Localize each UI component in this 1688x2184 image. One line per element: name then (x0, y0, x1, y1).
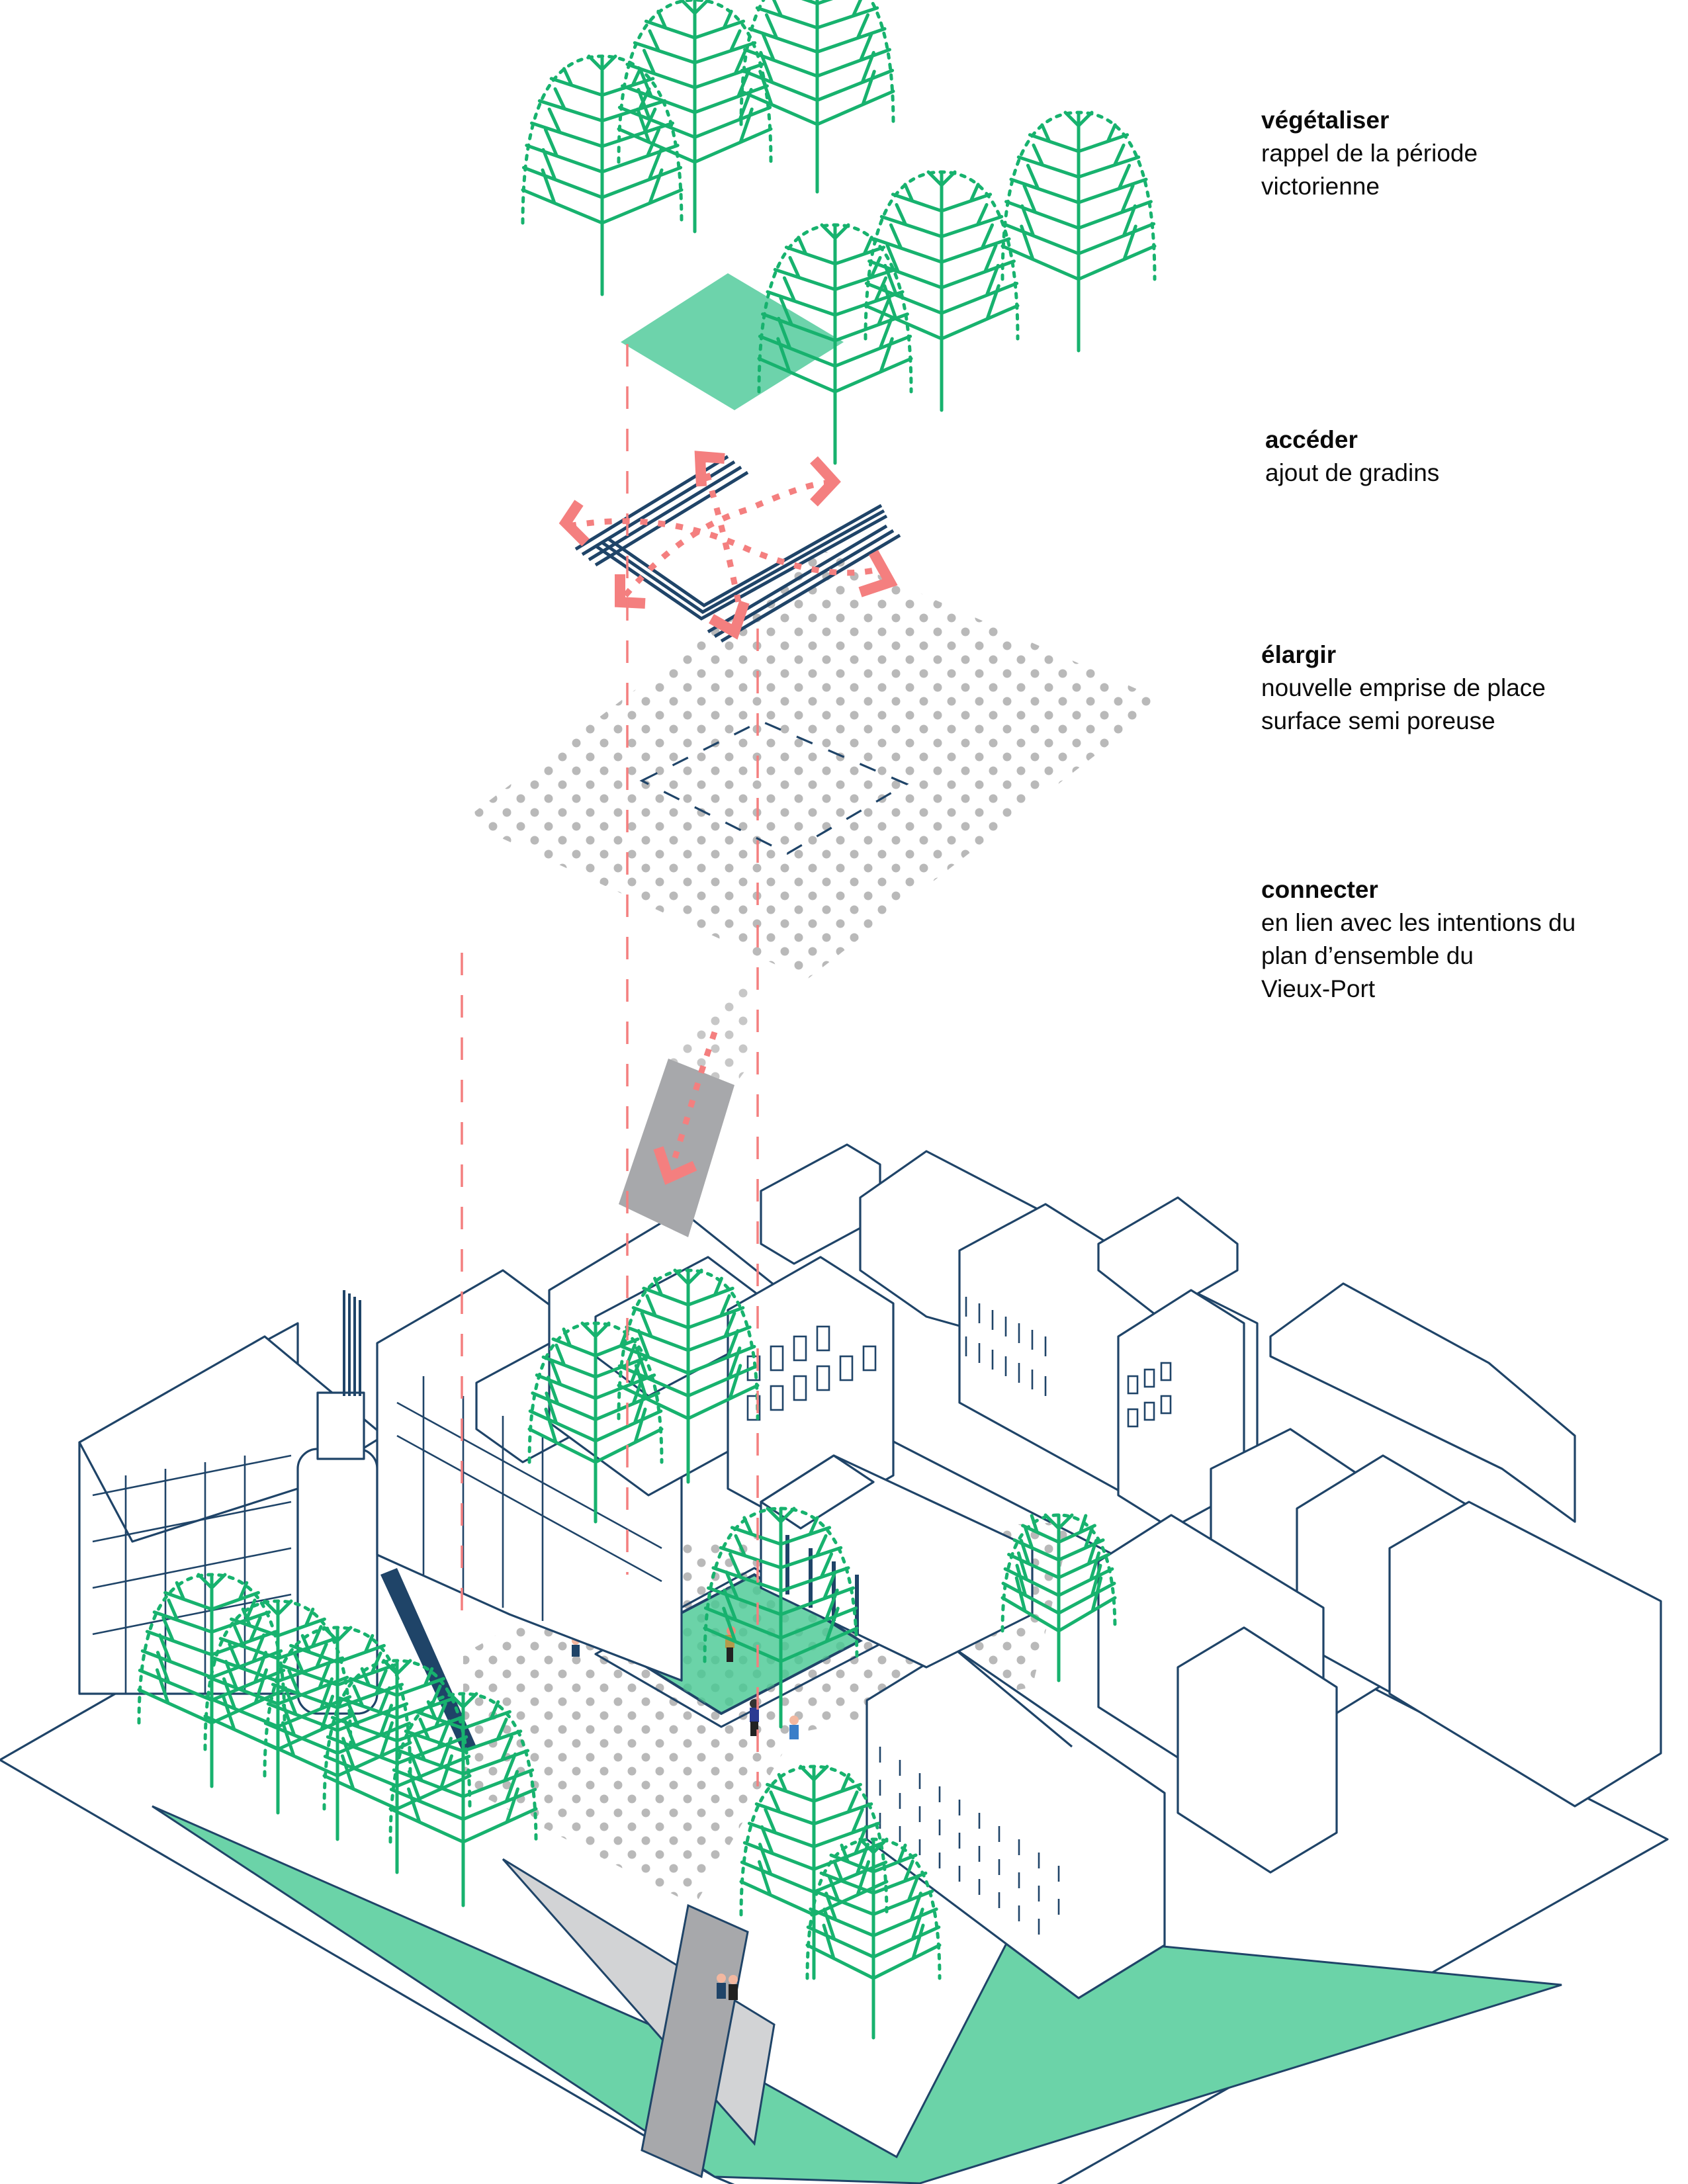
tree-icon (864, 170, 1020, 412)
annotation-acceder: accéder ajout de gradins (1265, 423, 1439, 490)
tree-icon (521, 54, 684, 296)
annotation-line: en lien avec les intentions du (1261, 909, 1576, 936)
layer-elargir (463, 549, 1165, 979)
tree-icon (617, 1268, 760, 1484)
annotation-line: Vieux-Port (1261, 975, 1376, 1002)
chevron-down-left-icon (615, 574, 646, 609)
tree-icon (739, 0, 895, 194)
annotation-title: accéder (1265, 426, 1358, 453)
site-trees (137, 1268, 1117, 2040)
building-row-east (1097, 1282, 1662, 1874)
chevron-down-icon (709, 600, 750, 640)
annotation-line: surface semi poreuse (1261, 707, 1495, 734)
walkway (641, 1903, 749, 2179)
layer-connecter (619, 979, 754, 1237)
annotation-line: plan d’ensemble du (1261, 942, 1474, 969)
connection-arrow-path (672, 1031, 718, 1159)
connection-path (619, 1059, 734, 1237)
projection-lines (461, 344, 759, 1786)
annotation-vegetaliser: végétaliser rappel de la période victori… (1261, 104, 1478, 203)
porous-surface-plane (463, 549, 1165, 979)
layer-acceder (558, 451, 901, 643)
annotation-title: connecter (1261, 876, 1378, 903)
layer-vegetaliser (521, 0, 1157, 465)
annotation-line: rappel de la période (1261, 140, 1478, 167)
tree-icon (1000, 1513, 1117, 1682)
annotation-connecter: connecter en lien avec les intentions du… (1261, 873, 1576, 1006)
chevron-left-icon (558, 500, 590, 546)
annotation-line: victorienne (1261, 173, 1380, 200)
tree-icon (388, 1692, 538, 1907)
chevron-down-right-icon (858, 550, 898, 597)
annotation-title: végétaliser (1261, 107, 1390, 134)
chevron-up-icon (694, 451, 725, 487)
layer-trees (521, 0, 1157, 465)
annotation-title: élargir (1261, 641, 1337, 668)
arrow-chevron-icon (653, 1146, 697, 1185)
lawn-plane (621, 273, 844, 410)
tree-icon (703, 1507, 859, 1729)
tree-icon (617, 0, 773, 234)
tree-icon (1000, 110, 1157, 353)
tree-icon (757, 223, 913, 465)
existing-place-outline (639, 720, 909, 855)
tree-icon (805, 1837, 942, 2040)
annotation-elargir: élargir nouvelle emprise de place surfac… (1261, 638, 1546, 738)
annotation-line: nouvelle emprise de place (1261, 674, 1546, 701)
annotation-line: ajout de gradins (1265, 459, 1440, 486)
chevron-right-icon (810, 456, 841, 507)
